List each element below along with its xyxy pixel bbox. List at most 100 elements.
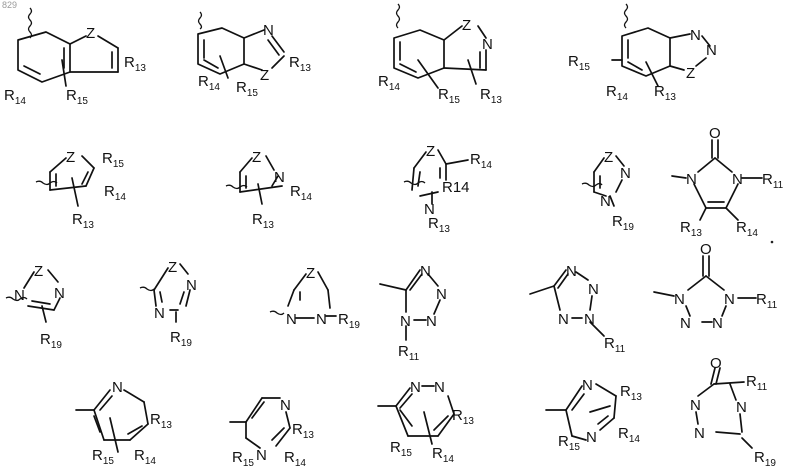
label: R14 [104,183,126,203]
label: R13 [680,219,702,239]
structure-s17: N R13 N R15 R14 [230,397,314,469]
structure-s8: Z N N R19 [582,149,634,233]
label: N [434,379,445,396]
label: N [588,281,599,298]
label: N [690,397,701,414]
label: N [482,36,493,53]
label: R11 [398,343,420,363]
label: Z [604,149,613,166]
label: R13 [124,54,146,74]
label: R13 [654,83,676,103]
label: N [736,399,747,416]
label: N [286,311,297,328]
structure-s3: Z N R14 R15 R13 [378,4,502,106]
label: R15 [102,150,124,170]
label: R14 [736,219,758,239]
label: Z [260,67,269,84]
label: N [732,171,743,188]
label: N [620,165,631,182]
label: Z [306,265,315,282]
label: R13 [480,86,502,106]
label: O [700,241,712,258]
label: N [420,263,431,280]
label: R15 [558,433,580,453]
label: R14 [470,151,492,171]
label: R14 [442,179,470,196]
label: R15 [92,447,114,467]
label: Z [252,149,261,166]
structure-s6: Z N R14 R13 [226,149,312,231]
label: O [709,125,721,142]
structure-s20: O R11 N N N R19 [690,355,776,469]
label: R19 [612,213,634,233]
label: N [558,311,569,328]
label: R14 [606,83,628,103]
label: R13 [428,215,450,235]
label: N [436,286,447,303]
structure-s18: N N R13 R15 R14 [378,379,474,465]
label: N [584,311,595,328]
label: N [586,429,597,446]
label: N [112,379,123,396]
label: N [426,313,437,330]
label: R14 [432,445,454,465]
label: R19 [754,449,776,469]
structure-s11: Z N N R19 [140,259,197,349]
label: N [582,377,593,394]
label: R19 [40,331,62,351]
label: N [680,315,691,332]
label: R19 [170,329,192,349]
structure-s1: Z R13 R14 R15 [4,8,146,107]
label: Z [34,263,43,280]
label: R13 [452,407,474,427]
label: N [712,315,723,332]
structure-s7: Z R14 R14 N R13 [404,143,492,235]
structure-s5: Z R15 R14 R13 [36,149,126,231]
label: R15 [390,439,412,459]
label: Z [686,65,695,82]
label: N [724,291,735,308]
label: R14 [618,425,640,445]
label: N [263,22,274,39]
label: N [686,171,697,188]
label: O [710,355,722,372]
label: R15 [232,449,254,469]
structure-s12: Z N N R19 [270,265,360,331]
label: N [256,447,267,464]
label: R14 [4,87,26,107]
label: R19 [338,311,360,331]
label: R14 [134,447,156,467]
label: R15 [66,87,88,107]
label: Z [86,25,95,42]
label: R15 [438,86,460,106]
structure-s14: N N N N R11 [530,263,626,355]
label: N [690,27,701,44]
label: R14 [198,73,220,93]
label: N [274,169,285,186]
label: R14 [284,449,306,469]
label: N [316,311,327,328]
label: R14 [378,73,400,93]
structure-s9: O N N R11 R13 R14 [672,125,784,243]
label: R13 [620,383,642,403]
label: N [566,263,577,280]
label: R15 [568,53,590,73]
label: R13 [150,411,172,431]
structure-s2: N Z R13 R14 R15 [198,12,311,99]
label: N [600,193,611,210]
structure-s4: N N Z R15 R14 R13 [568,4,717,103]
structure-s15: O N N R11 N N [654,241,778,332]
label: R14 [290,183,312,203]
label: N [154,305,165,322]
label: R13 [289,54,311,74]
label: N [706,42,717,59]
label: Z [426,143,435,160]
label: Z [462,17,471,34]
label: R11 [604,335,626,355]
label: N [400,313,411,330]
label: R11 [746,373,768,393]
label: R13 [72,211,94,231]
label: R11 [762,171,784,191]
label: R13 [252,211,274,231]
